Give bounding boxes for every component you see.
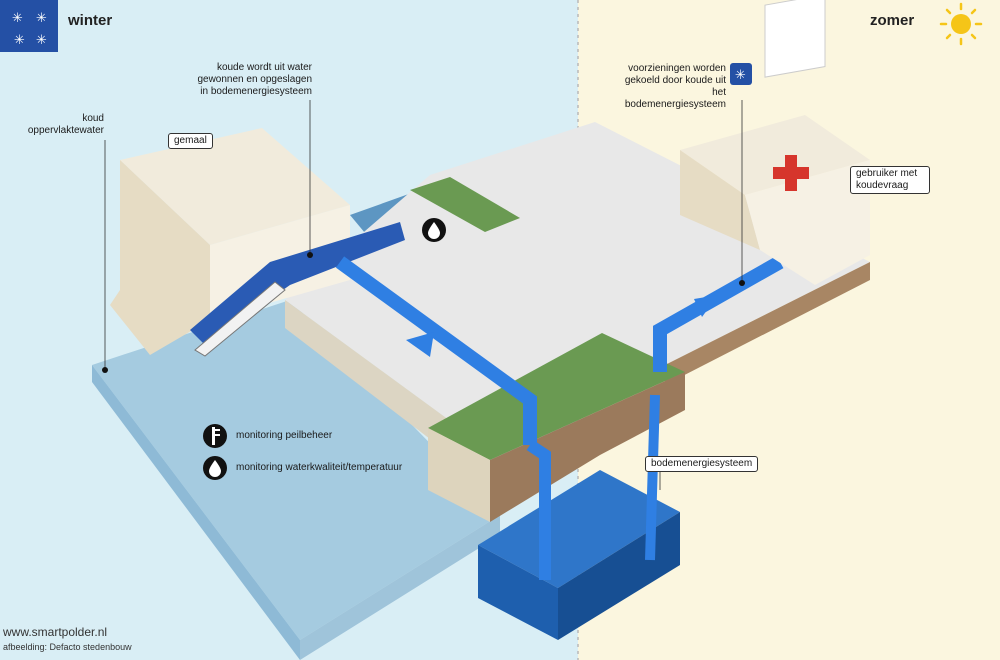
user-building-top	[680, 115, 870, 195]
gauge-icon	[203, 424, 227, 448]
flow-arrow-summer	[694, 295, 718, 317]
screw-pump	[194, 281, 286, 357]
label-pumping-station: gemaal	[168, 133, 213, 149]
svg-text:✳: ✳	[12, 11, 23, 26]
pumping-station-front	[110, 160, 210, 355]
legend-water-text: monitoring waterkwaliteit/temperatuur	[236, 462, 403, 473]
soil-block-side	[490, 372, 685, 522]
flow-arrow-winter	[406, 332, 434, 357]
label-cold-surface-water: koud oppervlaktewater	[27, 113, 104, 136]
label-soil-energy-system: bodemenergiesysteem	[645, 456, 759, 472]
label-facilities-cooled: voorzieningen worden gekoeld door koude …	[624, 63, 726, 110]
cold-badge	[730, 63, 752, 85]
label-user-with-cooling-demand: gebruiker met koudevraag	[850, 166, 930, 194]
svg-text:✳: ✳	[14, 33, 25, 48]
winter-label: winter	[68, 12, 113, 29]
winter-snowflake-badge: ✳ ✳ ✳ ✳	[0, 0, 58, 52]
summer-label: zomer	[870, 12, 915, 29]
label-cold-water-stored: koude wordt uit water gewonnen en opgesl…	[197, 62, 312, 97]
user-building-front	[680, 150, 760, 250]
water-drop-legend-icon	[203, 456, 227, 480]
storage-front	[478, 545, 558, 640]
soil-block-front	[428, 428, 490, 522]
red-cross-icon	[773, 155, 809, 191]
pipe-summer-down	[645, 394, 660, 561]
water-front	[92, 365, 300, 660]
pumping-station-top	[120, 128, 350, 245]
pipe-winter	[335, 256, 537, 445]
water-top	[92, 300, 500, 640]
red-cross-sign	[764, 0, 826, 78]
svg-text:✳: ✳	[735, 68, 746, 83]
legend-gauge-text: monitoring peilbeheer	[236, 430, 333, 441]
sun-icon	[939, 2, 983, 46]
grass-strip-north	[410, 177, 520, 232]
pipe-winter-down	[526, 440, 551, 580]
user-building-side	[745, 160, 870, 285]
image-credit: afbeelding: Defacto stedenbouw	[3, 642, 132, 652]
svg-text:✳: ✳	[36, 11, 47, 26]
water-right-face	[300, 515, 500, 660]
website-credit: www.smartpolder.nl	[3, 625, 108, 639]
svg-text:✳: ✳	[36, 33, 47, 48]
grass-strip-south	[428, 333, 685, 460]
storage-top	[478, 470, 680, 588]
land-edge-right	[665, 262, 870, 385]
